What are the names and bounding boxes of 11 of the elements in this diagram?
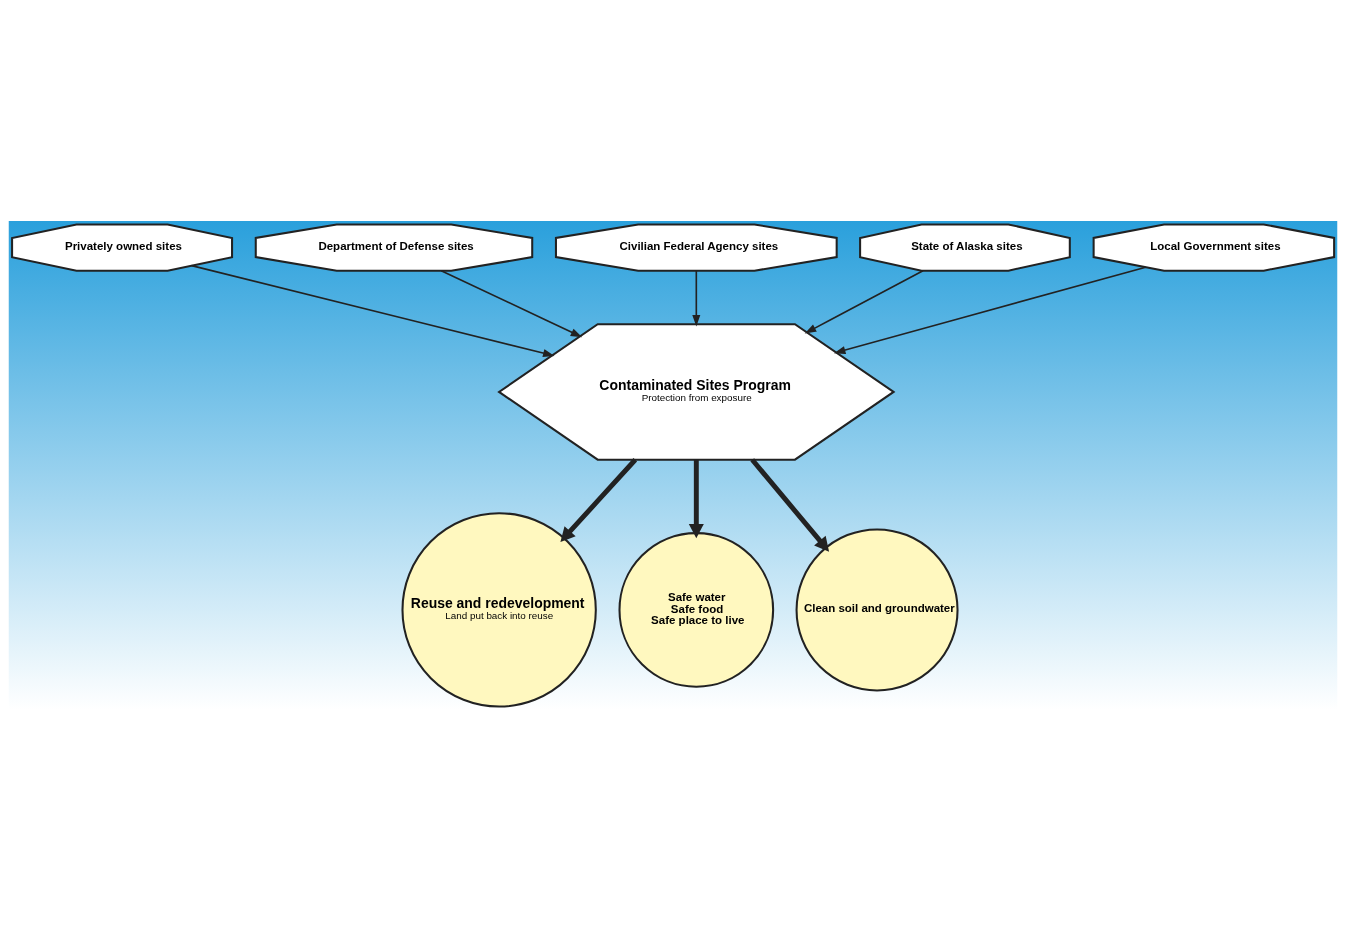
arrow	[440, 269, 583, 337]
arrow	[692, 269, 701, 326]
arrow	[750, 457, 830, 552]
arrow	[833, 265, 1147, 354]
node-circle: Reuse and redevelopment Land put back into reuse	[401, 511, 597, 708]
node-circle: Clean soil and groundwater	[795, 527, 959, 691]
arrow	[560, 457, 638, 542]
arrow	[688, 459, 704, 538]
arrow	[804, 269, 924, 333]
node-circle: Safe water Safe food Safe place to live	[618, 531, 775, 688]
arrow	[190, 264, 555, 357]
